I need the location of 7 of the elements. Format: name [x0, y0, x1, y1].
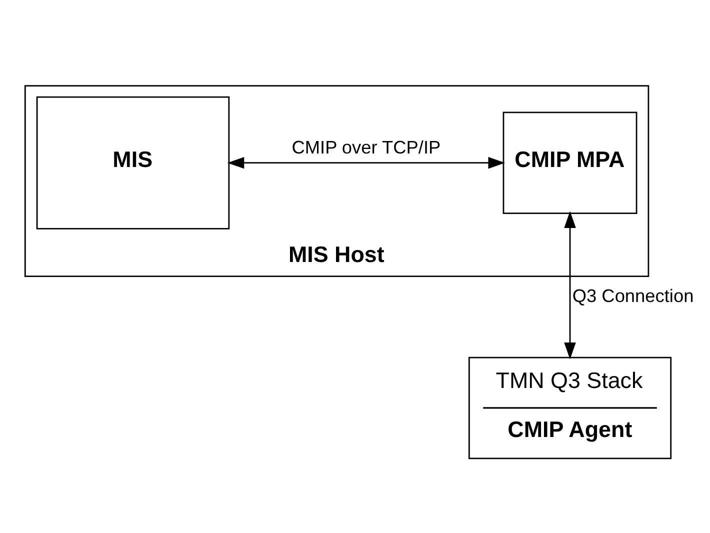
edge-label: Q3 Connection: [572, 286, 694, 306]
edge-label: CMIP over TCP/IP: [292, 138, 441, 158]
node-box: CMIP MPA: [502, 112, 638, 214]
node-box: TMN Q3 Stack CMIP Agent: [468, 356, 672, 460]
arrow: [227, 156, 506, 169]
arrow: [564, 211, 576, 360]
node-box: MIS: [36, 96, 230, 230]
